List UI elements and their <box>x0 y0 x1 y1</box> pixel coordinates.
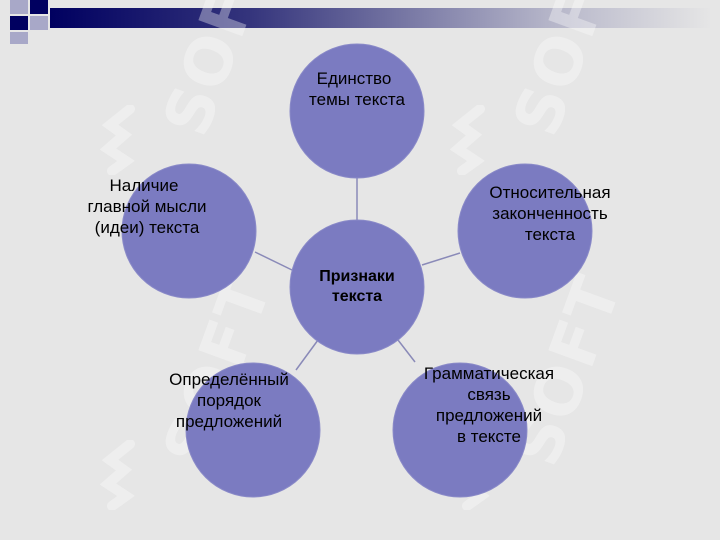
title-bar <box>50 8 712 28</box>
node-label-line: связь <box>467 385 511 404</box>
node-label-main-idea: Наличие главной мысли (идеи) текста <box>74 175 220 238</box>
node-label-line: Определённый <box>169 370 289 389</box>
node-label-line: предложений <box>435 406 543 425</box>
circle-main-idea <box>121 163 257 299</box>
connector-order <box>295 339 319 371</box>
deco-square-4 <box>30 16 48 30</box>
node-label-line: предложений <box>175 412 283 431</box>
node-label-grammar: Грамматическая связь предложений в текст… <box>412 363 566 447</box>
center-label-line-1: Признаки <box>319 268 395 285</box>
deco-square-3 <box>10 16 28 30</box>
node-label-line: Грамматическая <box>423 364 555 383</box>
node-label-unity: Единство темы текста <box>292 68 422 110</box>
node-label-line: Единство <box>316 69 392 88</box>
node-label-line: Относительная <box>489 183 611 202</box>
watermark-logo-icon-1 <box>100 105 135 175</box>
node-label-line: главной мысли <box>87 197 207 216</box>
circle-completeness <box>457 163 593 299</box>
node-label-completeness: Относительная законченность текста <box>480 182 620 245</box>
deco-square-2 <box>30 0 48 14</box>
center-label: Признаки текста <box>292 267 422 307</box>
node-label-order: Определённый порядок предложений <box>156 369 302 432</box>
watermark-logo-icon-2 <box>450 105 485 175</box>
deco-square-5 <box>10 32 28 44</box>
node-label-line: законченность <box>492 204 608 223</box>
center-label-line-2: текста <box>331 288 383 305</box>
connector-grammar <box>397 339 416 363</box>
circle-unity <box>289 43 425 179</box>
circle-order <box>185 362 321 498</box>
node-label-line: порядок <box>197 391 261 410</box>
deco-square-1 <box>10 0 28 14</box>
node-label-line: (идеи) текста <box>94 218 200 237</box>
connector-main-idea <box>254 251 293 271</box>
node-label-line: в тексте <box>457 427 521 446</box>
node-label-line: Наличие <box>109 176 179 195</box>
circle-center <box>289 219 425 355</box>
circle-grammar <box>392 362 528 498</box>
node-label-line: текста <box>524 225 576 244</box>
node-label-line: темы текста <box>309 90 405 109</box>
watermark-logo-icon-3 <box>100 440 135 510</box>
connector-completeness <box>421 252 461 266</box>
